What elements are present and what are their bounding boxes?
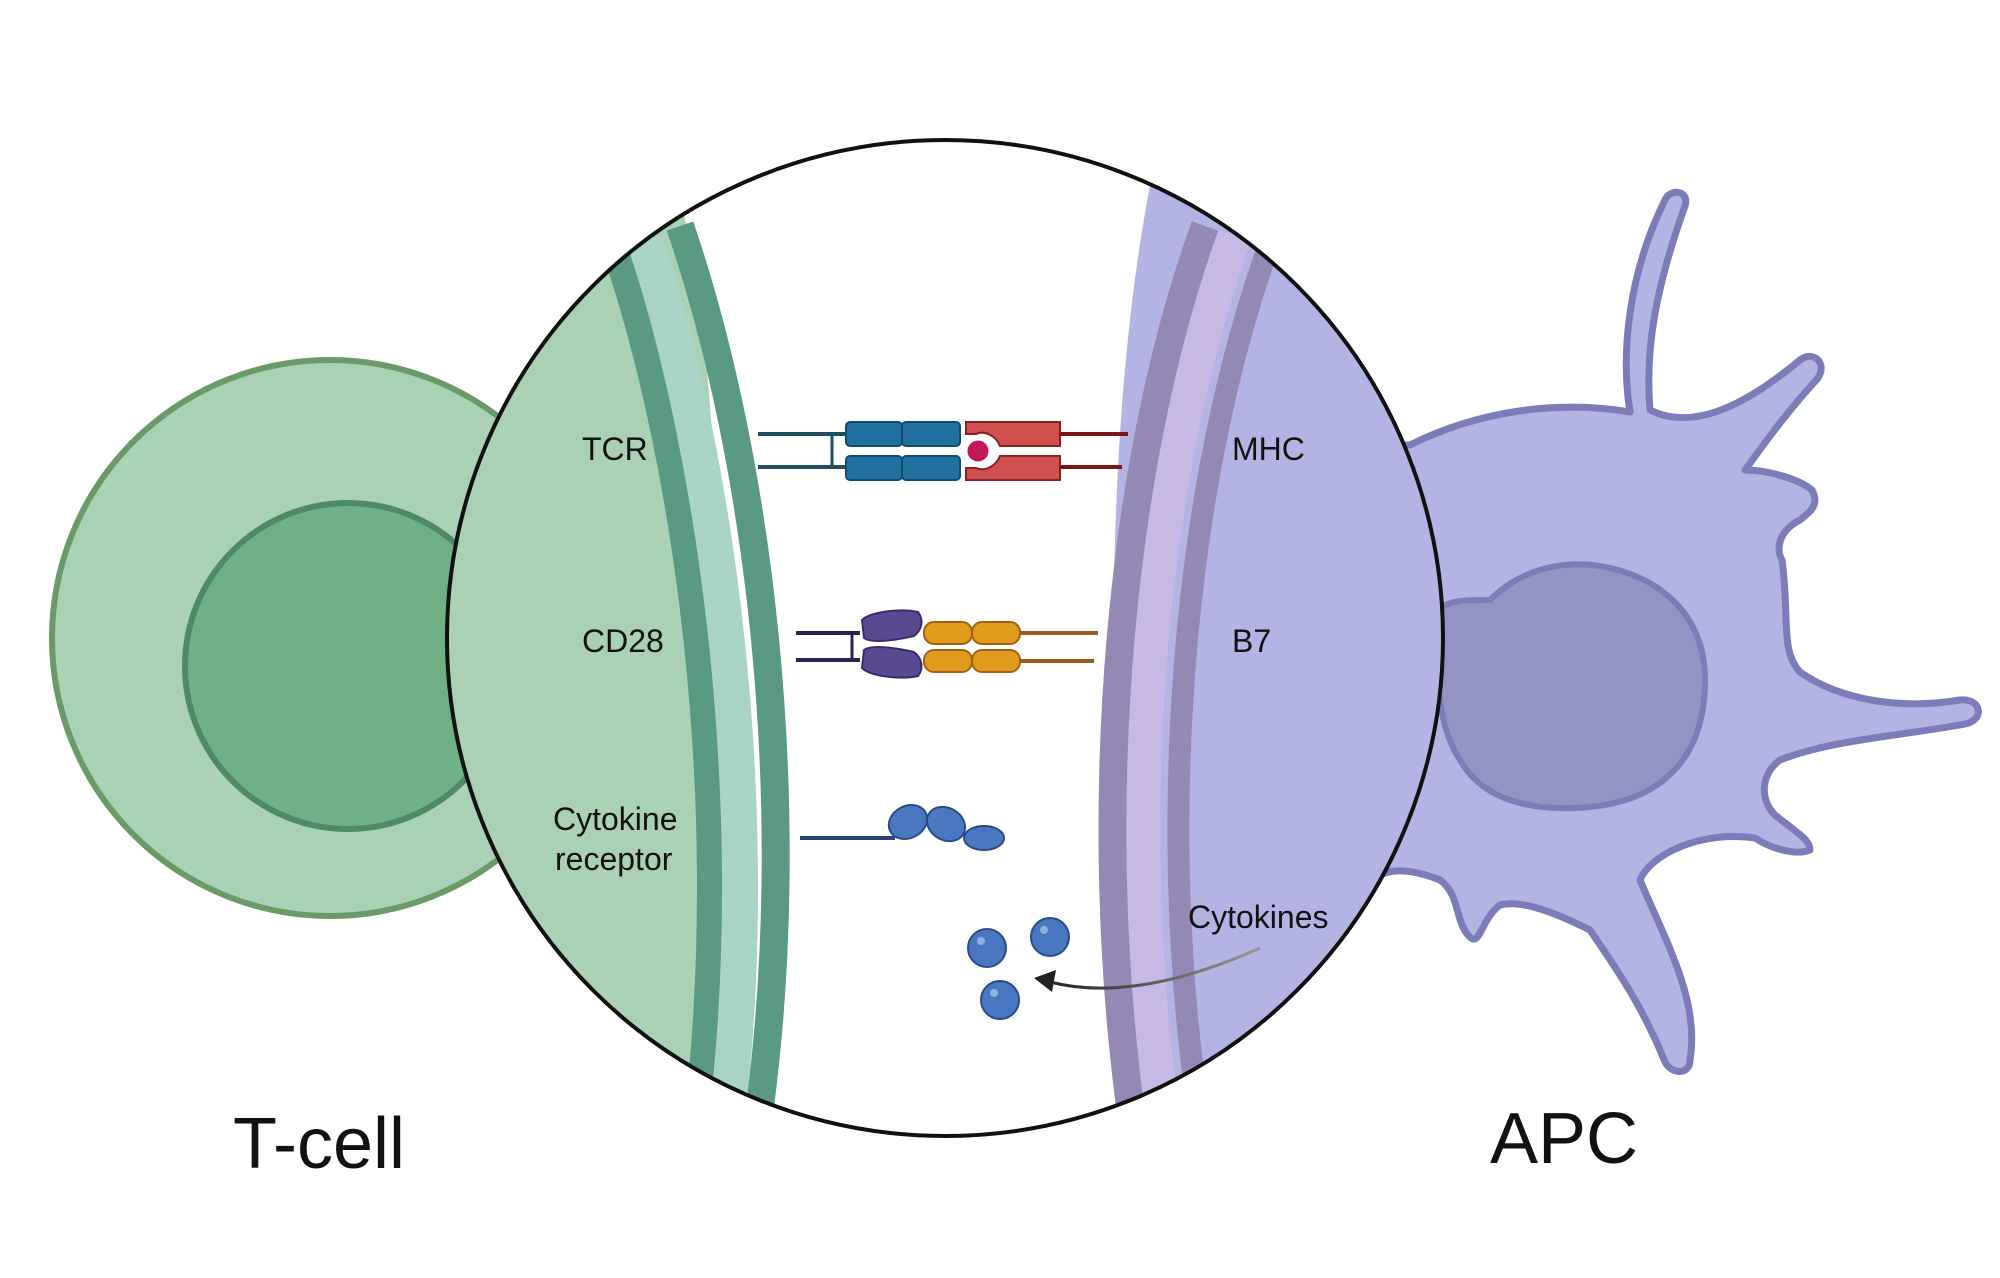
cd28-b7-complex (796, 609, 1098, 679)
apc (1376, 188, 1982, 1075)
apc-membrane-middle (1126, 230, 1251, 1099)
antigen-peptide (964, 437, 992, 465)
label-cytokine-receptor-line1: Cytokine (553, 801, 678, 837)
cytokines (967, 917, 1261, 1020)
apc-membrane-outer (1098, 221, 1219, 1108)
label-apc: APC (1490, 1099, 1638, 1179)
b7-ligand (923, 621, 1098, 673)
cytokine-particle (1030, 917, 1070, 957)
tcell-membrane-inner (602, 245, 724, 1092)
mhc-molecule (965, 421, 1128, 481)
label-cytokines: Cytokines (1188, 899, 1329, 935)
tcr-mhc-complex (758, 421, 1128, 481)
cytokine-particle (967, 928, 1007, 968)
cd28-receptor (796, 609, 923, 679)
label-mhc: MHC (1232, 431, 1305, 467)
label-cd28: CD28 (582, 623, 664, 659)
label-b7: B7 (1232, 623, 1271, 659)
cytokine-particle (980, 980, 1020, 1020)
cytokine-receptor (800, 804, 1005, 851)
zoom-inset-outline (445, 138, 1445, 1138)
tcell-membrane-outer (666, 221, 790, 1108)
tcell-membrane-middle (627, 234, 759, 1092)
label-tcell: T-cell (233, 1104, 405, 1184)
apc-nucleus (1429, 561, 1709, 812)
label-cytokine-receptor-line2: receptor (555, 841, 673, 877)
tcr-receptor (758, 421, 961, 481)
apc-membrane-inner (1167, 244, 1279, 1082)
label-tcr: TCR (582, 431, 648, 467)
cytokine-release-arrow (1049, 946, 1261, 990)
labels: TCR MHC CD28 B7 Cytokine receptor Cytoki… (233, 431, 1638, 1184)
